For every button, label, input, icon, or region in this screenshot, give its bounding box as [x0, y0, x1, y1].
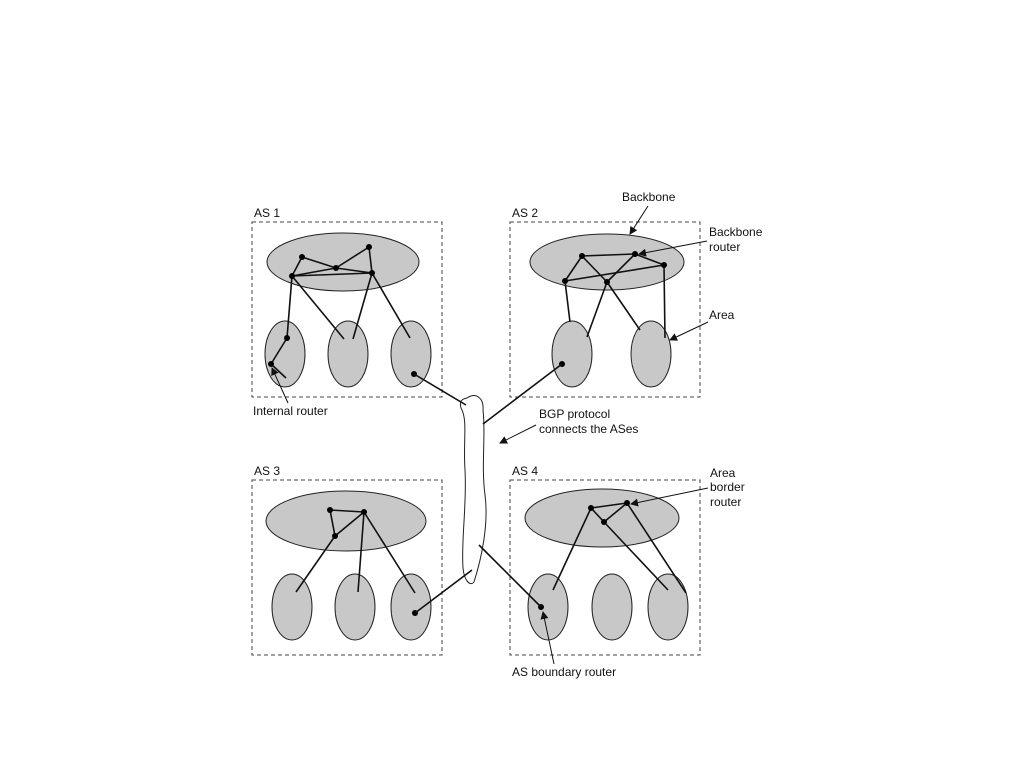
as2-area-2	[630, 320, 672, 388]
as3-backbone	[265, 490, 427, 552]
as4-boundary	[509, 479, 701, 656]
as4-backbone	[524, 488, 680, 548]
bgp-callout-line1: BGP protocol	[539, 407, 610, 421]
as2-area-1	[551, 320, 593, 388]
as3-area-2	[334, 573, 376, 641]
internal-router-pointer	[271, 367, 289, 404]
as4-links	[552, 502, 687, 594]
backbone-pointer	[629, 205, 649, 235]
backbone-router-callout-line1: Backbone	[709, 225, 763, 239]
router-node	[299, 254, 305, 260]
as4-area-3	[647, 573, 689, 641]
as-boundary-router-callout-label: AS boundary router	[512, 665, 616, 679]
router-node	[588, 505, 594, 511]
as1-label: AS 1	[254, 206, 280, 220]
internal-router-node	[268, 361, 274, 367]
as3-area-1	[271, 573, 313, 641]
bgp-callout-line2: connects the ASes	[539, 422, 638, 436]
router-node	[366, 244, 372, 250]
router-node	[333, 265, 339, 271]
bgp-cloud	[459, 395, 487, 585]
as2-group: AS 2	[509, 206, 701, 398]
as1-links	[270, 246, 411, 379]
as3-area-3	[390, 573, 432, 641]
as3-label: AS 3	[254, 464, 280, 478]
bgp-link-as2	[482, 363, 563, 425]
as2-label: AS 2	[512, 206, 538, 220]
backbone-callout-label: Backbone	[622, 190, 676, 204]
as1-backbone	[266, 232, 420, 292]
backbone-router-node	[632, 251, 638, 257]
backbone-router-callout-line2: router	[709, 240, 740, 254]
as1-routers	[268, 244, 417, 377]
as2-links	[564, 253, 666, 339]
as4-area-1	[527, 573, 569, 641]
area-border-router-callout-line1: Area	[710, 466, 736, 480]
area-border-router-callout-line3: router	[710, 495, 741, 509]
router-node	[601, 519, 607, 525]
as4-area-2	[591, 573, 633, 641]
area-border-router-pointer	[630, 487, 709, 507]
as3-links	[295, 509, 416, 594]
bgp-pointer	[499, 424, 537, 444]
backbone-router-pointer	[638, 240, 708, 257]
as1-boundary	[251, 221, 443, 398]
router-node	[284, 335, 290, 341]
router-node	[289, 273, 295, 279]
area-border-router-callout-line2: border	[710, 480, 745, 494]
router-node	[579, 253, 585, 259]
as1-group: AS 1	[251, 206, 443, 398]
as1-area-2	[327, 320, 369, 388]
area-callout-label: Area	[709, 308, 735, 322]
router-node	[361, 509, 367, 515]
bgp-link-as1	[413, 373, 467, 406]
as3-boundary	[251, 479, 443, 656]
as4-group: AS 4	[509, 464, 701, 656]
router-node	[562, 278, 568, 284]
area-pointer	[669, 321, 709, 341]
bgp-links	[413, 363, 563, 614]
router-node	[604, 279, 610, 285]
router-node	[661, 262, 667, 268]
router-node	[369, 270, 375, 276]
router-node	[327, 507, 333, 513]
router-node	[332, 533, 338, 539]
bgp-link-as3	[414, 569, 473, 614]
as1-area-3	[390, 320, 432, 388]
bgp-link-as4	[478, 544, 542, 608]
as4-label: AS 4	[512, 464, 538, 478]
as3-group: AS 3	[251, 464, 443, 656]
area-border-router-node	[624, 500, 630, 506]
callouts: Backbone Backbone router Area Internal r…	[253, 190, 763, 679]
internal-router-callout-label: Internal router	[253, 404, 328, 418]
as2-boundary	[509, 221, 701, 398]
as-boundary-router-pointer	[540, 611, 555, 665]
